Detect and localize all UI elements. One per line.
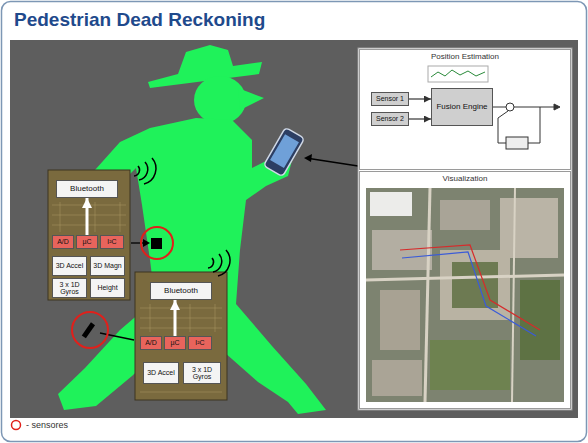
sensor-chip: 3D Accel bbox=[143, 362, 179, 384]
box-label: 3 x 1D Gyros bbox=[54, 281, 85, 296]
box-label: Bluetooth bbox=[164, 287, 198, 295]
connector-arrow bbox=[86, 198, 89, 235]
box-label: Sensor 1 bbox=[376, 95, 404, 102]
chip-block: A/D bbox=[52, 235, 74, 249]
bluetooth-chip: Bluetooth bbox=[56, 180, 118, 198]
circuit-board bbox=[135, 272, 227, 400]
board-traces bbox=[140, 304, 222, 392]
dark-panel bbox=[10, 40, 578, 418]
box-label: Sensor 2 bbox=[376, 115, 404, 122]
box-label: I²C bbox=[107, 238, 116, 245]
right-panel bbox=[358, 48, 572, 410]
circuit-board bbox=[48, 170, 130, 300]
connector-arrow bbox=[409, 118, 431, 119]
box-label: 3 x 1D Gyros bbox=[185, 366, 219, 381]
sensor bbox=[82, 322, 95, 338]
box-label: 3D Accel bbox=[56, 262, 84, 269]
wireless-waves bbox=[134, 158, 230, 276]
chip-block: I²C bbox=[188, 336, 212, 350]
legend-text: - sensores bbox=[26, 420, 68, 430]
connector-arrow bbox=[174, 300, 177, 336]
panel-heading: Position Estimation bbox=[360, 52, 570, 61]
bluetooth-chip: Bluetooth bbox=[150, 282, 212, 300]
box-label: A/D bbox=[145, 339, 157, 346]
phone-icon bbox=[263, 127, 304, 176]
box-label: 3D Accel bbox=[147, 369, 175, 376]
box-label: µC bbox=[170, 339, 179, 346]
panel-box: Visualization bbox=[359, 171, 571, 409]
box-label: Height bbox=[97, 284, 117, 291]
sensor-circle bbox=[72, 312, 108, 348]
feedback-loop bbox=[492, 103, 560, 149]
panel-box: Position EstimationSensor 1 Sensor 2 Fusio… bbox=[359, 49, 571, 170]
chip-block: µC bbox=[76, 235, 98, 249]
chip-block: I²C bbox=[100, 235, 124, 249]
connector-arrow bbox=[409, 98, 431, 99]
chip-block: A/D bbox=[140, 336, 162, 350]
slide-title: Pedestrian Dead Reckoning bbox=[14, 9, 265, 31]
fusion-box: Fusion Engine bbox=[431, 88, 493, 126]
legend-swatch bbox=[10, 419, 22, 431]
sensor-chip: 3D Magn bbox=[90, 256, 125, 276]
sensor-chip: 3D Accel bbox=[52, 256, 87, 276]
box-label: Bluetooth bbox=[70, 185, 104, 193]
sensor-circle bbox=[141, 227, 173, 259]
graph-line bbox=[431, 70, 485, 77]
box-label: Fusion Engine bbox=[436, 103, 487, 111]
legend: - sensores bbox=[10, 419, 68, 431]
phone-leader bbox=[306, 158, 358, 166]
panel-heading: Visualization bbox=[360, 174, 570, 183]
leader-head bbox=[143, 239, 150, 247]
sensor-chip: 3 x 1D Gyros bbox=[183, 362, 221, 384]
sensor-box: Sensor 1 bbox=[371, 92, 409, 106]
sensor-chip: 3 x 1D Gyros bbox=[52, 278, 87, 298]
chip-block: µC bbox=[164, 336, 186, 350]
leader-head bbox=[304, 154, 312, 162]
box-label: A/D bbox=[57, 238, 69, 245]
sensor-chip: Height bbox=[90, 278, 125, 298]
box-label: 3D Magn bbox=[93, 262, 121, 269]
board-traces bbox=[52, 202, 126, 232]
sensor bbox=[151, 238, 162, 249]
graph-thumbnail bbox=[428, 66, 488, 82]
sensor-box: Sensor 2 bbox=[371, 112, 409, 126]
box-label: I²C bbox=[195, 339, 204, 346]
legend-item: - sensores bbox=[10, 419, 68, 431]
satellite-map bbox=[366, 188, 564, 402]
box-label: µC bbox=[82, 238, 91, 245]
